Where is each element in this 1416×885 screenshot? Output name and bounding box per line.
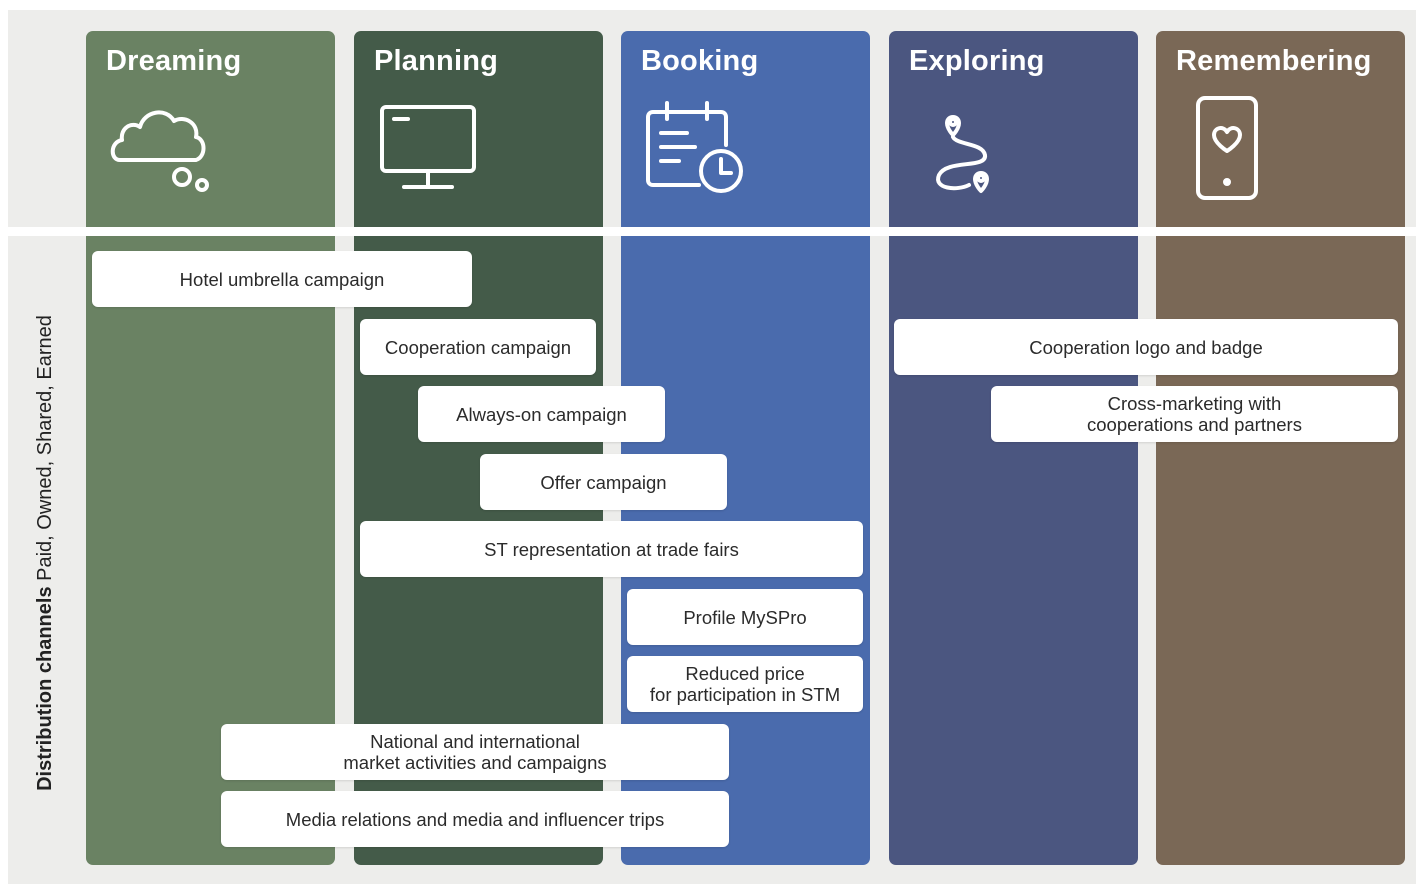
bar-always-on-campaign: Always-on campaign [418,386,665,442]
phone-heart-icon [1196,96,1258,200]
bar-national-international-market: National and international market activi… [221,724,729,780]
distribution-channels-label: Distribution channels Paid, Owned, Share… [30,273,60,833]
phase-column-exploring: Exploring [889,31,1138,865]
bar-st-representation-trade-fairs: ST representation at trade fairs [360,521,863,577]
monitor-icon [380,105,476,189]
distribution-channels-types: Paid, Owned, Shared, Earned [34,315,56,581]
cloud-icon [110,110,209,192]
phase-title-remembering: Remembering [1176,45,1372,77]
bar-cooperation-campaign: Cooperation campaign [360,319,596,375]
bar-profile-myspro: Profile MySPro [627,589,863,645]
phase-column-remembering: Remembering [1156,31,1405,865]
phase-title-planning: Planning [374,45,499,77]
phase-title-exploring: Exploring [909,45,1045,77]
phase-title-booking: Booking [641,45,759,77]
distribution-channels-bold: Distribution channels [34,586,56,791]
bar-offer-campaign: Offer campaign [480,454,727,510]
bar-hotel-umbrella-campaign: Hotel umbrella campaign [92,251,472,307]
bar-cooperation-logo-badge: Cooperation logo and badge [894,319,1398,375]
bar-reduced-price-stm: Reduced price for participation in STM [627,656,863,712]
bar-media-relations-trips: Media relations and media and influencer… [221,791,729,847]
bar-cross-marketing: Cross-marketing with cooperations and pa… [991,386,1398,442]
phase-title-dreaming: Dreaming [106,45,242,77]
calendar-clock-icon [646,101,743,193]
header-divider [0,227,1416,236]
route-pin-icon [936,115,989,193]
